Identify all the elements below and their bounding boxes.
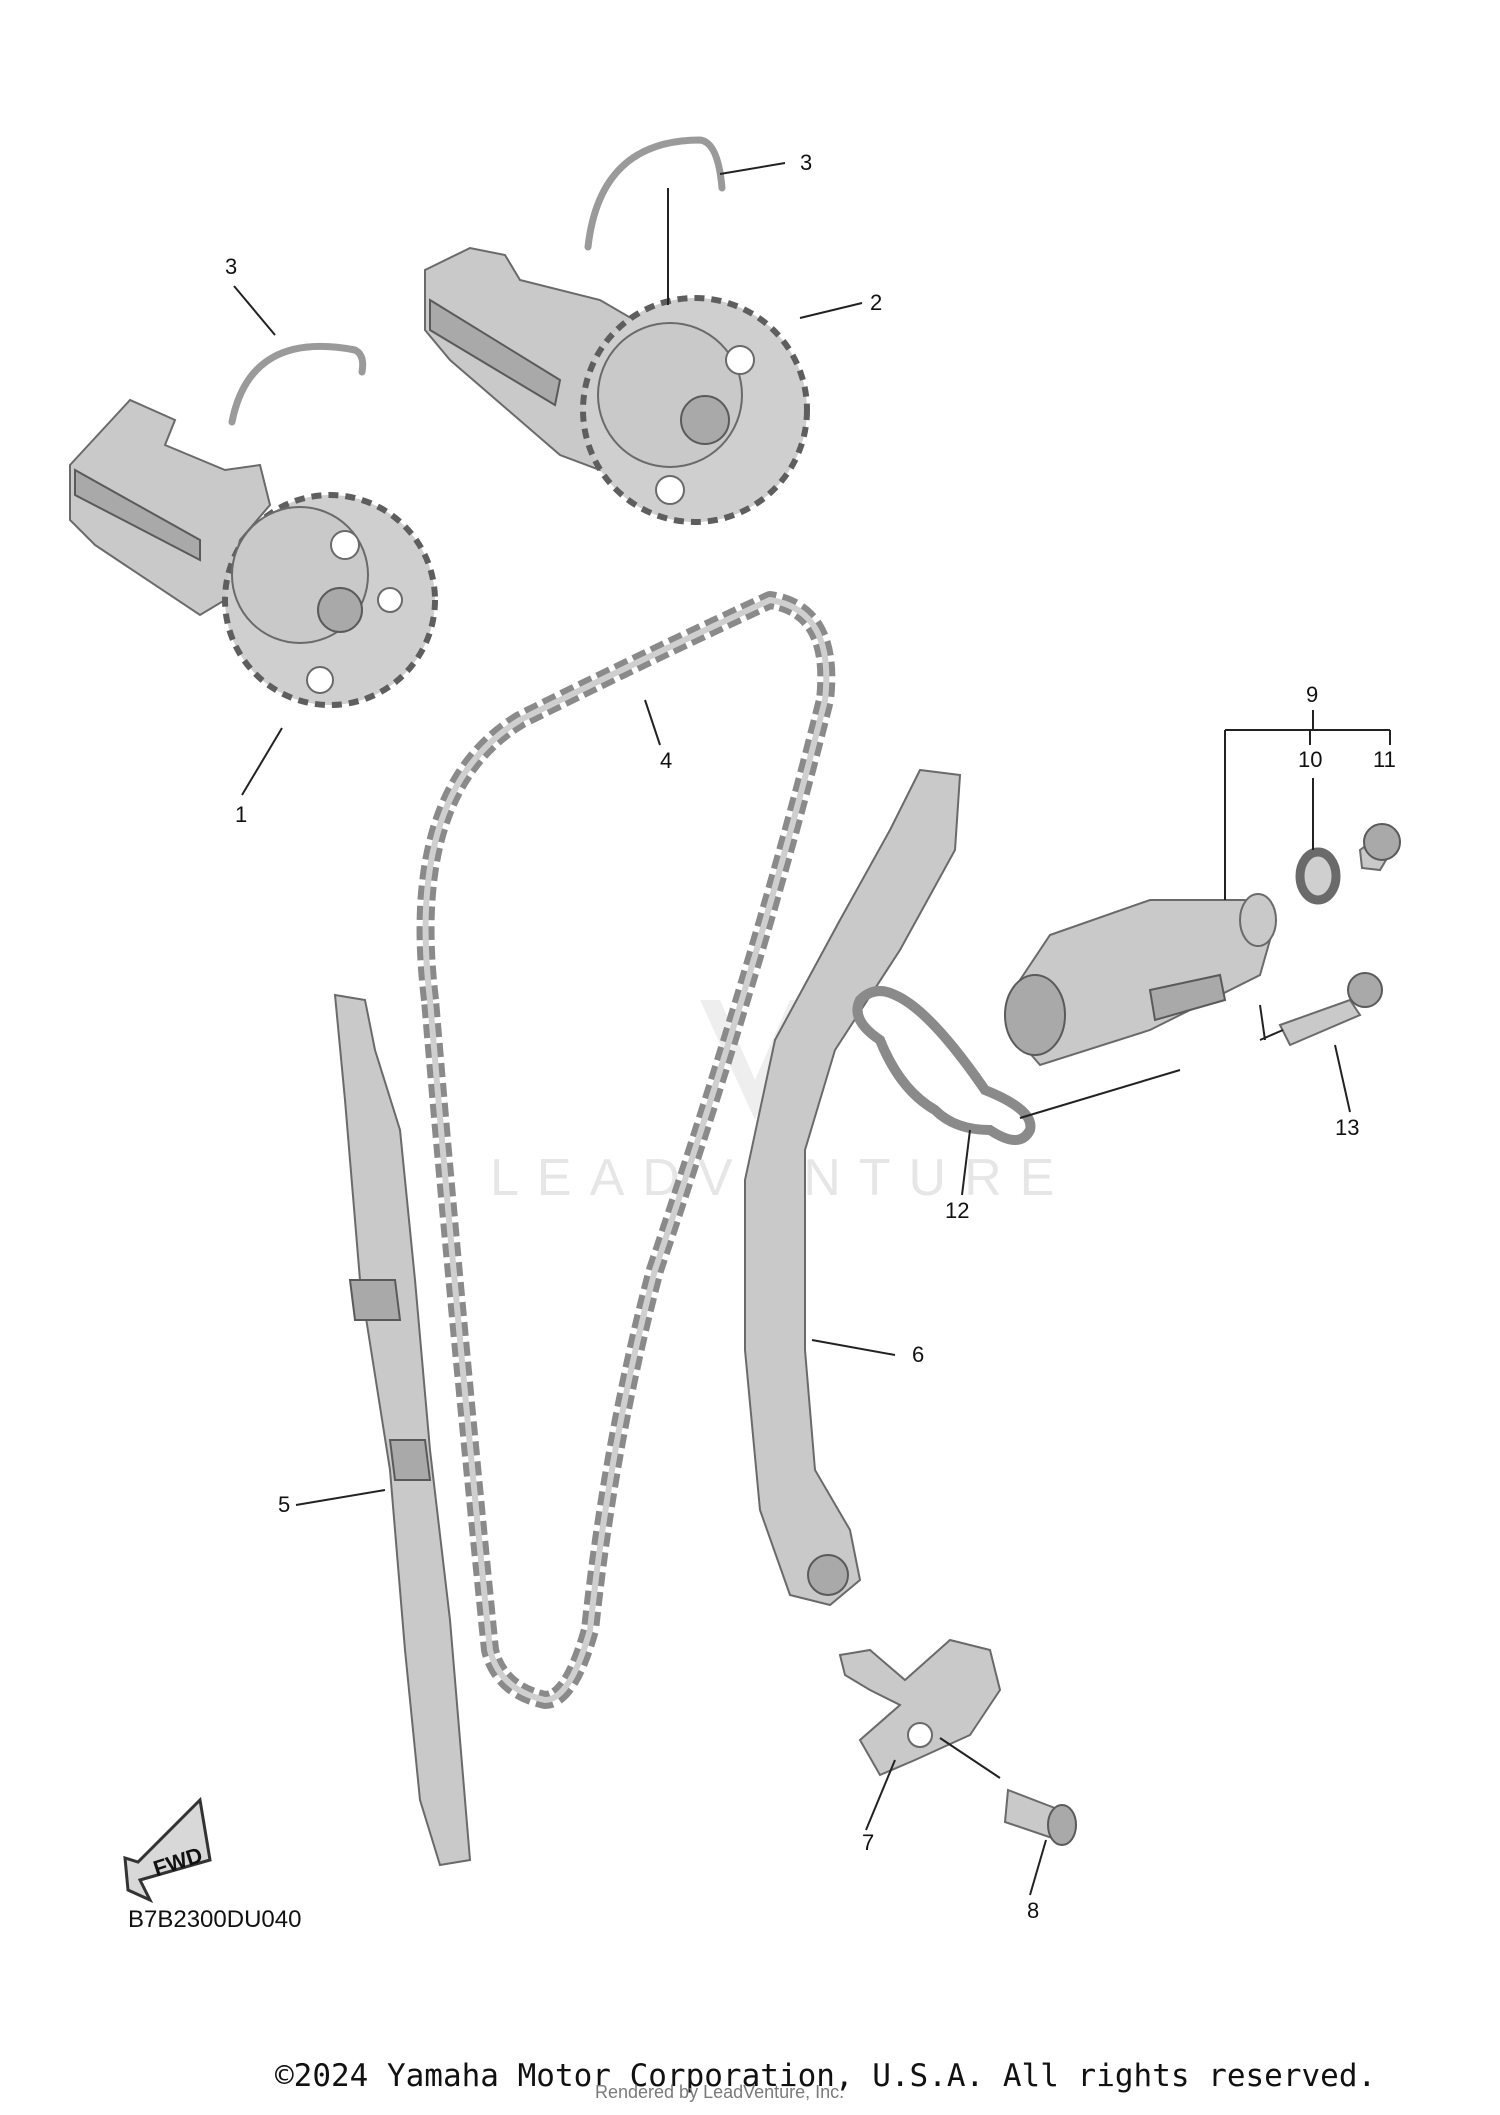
callout-4[interactable]: 4 xyxy=(660,748,672,773)
callout-10[interactable]: 10 xyxy=(1298,747,1322,772)
leader-line-1 xyxy=(241,727,283,796)
leader-line-3a xyxy=(233,285,276,336)
fwd-arrow-icon: FWD xyxy=(123,1796,212,1904)
bracket-7[interactable] xyxy=(838,1638,1002,1777)
leader-line-13 xyxy=(1259,1004,1266,1041)
leader-line-12 xyxy=(1019,1069,1181,1119)
callout-9[interactable]: 9 xyxy=(1306,682,1318,707)
leader-line-13 xyxy=(1259,1029,1284,1041)
leader-line-3b xyxy=(719,162,786,175)
pin-8[interactable] xyxy=(1003,1788,1077,1846)
copyright-notice: ©2024 Yamaha Motor Corporation, U.S.A. A… xyxy=(275,2058,1377,2094)
leader-line-13 xyxy=(1334,1044,1351,1113)
leader-line-8 xyxy=(1029,1839,1047,1896)
cap-bolt-11[interactable] xyxy=(1358,823,1401,872)
leader-line-5 xyxy=(295,1489,386,1506)
bolt-13[interactable] xyxy=(1278,972,1383,1047)
callout-12[interactable]: 12 xyxy=(945,1198,969,1223)
leader-line-8 xyxy=(939,1737,1001,1779)
callout-3a[interactable]: 3 xyxy=(225,254,237,279)
camshaft-2[interactable] xyxy=(424,246,810,525)
timing-chain-4[interactable] xyxy=(416,591,836,1709)
tensioner-assembly-9[interactable] xyxy=(1004,893,1277,1067)
rendered-by-notice: Rendered by LeadVenture, Inc. xyxy=(595,2082,845,2102)
callout-7[interactable]: 7 xyxy=(862,1830,874,1855)
tensioner-arm-6[interactable] xyxy=(744,768,962,1607)
washer-10[interactable] xyxy=(1295,847,1341,905)
leader-line-12 xyxy=(961,1129,971,1196)
callout-2[interactable]: 2 xyxy=(870,290,882,315)
diagram-code: B7B2300DU040 xyxy=(128,1906,302,1933)
leader-line-2 xyxy=(799,302,863,319)
callout-6[interactable]: 6 xyxy=(912,1342,924,1367)
circlip-3-right[interactable] xyxy=(584,136,726,251)
circlip-3-left[interactable] xyxy=(228,343,367,426)
callout-1[interactable]: 1 xyxy=(235,802,247,827)
callout-13[interactable]: 13 xyxy=(1335,1115,1359,1140)
callout-3b[interactable]: 3 xyxy=(800,150,812,175)
camshaft-1[interactable] xyxy=(69,398,438,708)
leader-line-7 xyxy=(865,1759,896,1831)
leader-line-4 xyxy=(644,699,661,746)
chain-guide-5[interactable] xyxy=(333,993,472,1867)
gasket-12[interactable] xyxy=(852,986,1036,1145)
callout-11[interactable]: 11 xyxy=(1373,747,1396,772)
callout-8[interactable]: 8 xyxy=(1027,1898,1039,1923)
callout-5[interactable]: 5 xyxy=(278,1492,290,1517)
leader-line-6 xyxy=(811,1339,896,1356)
